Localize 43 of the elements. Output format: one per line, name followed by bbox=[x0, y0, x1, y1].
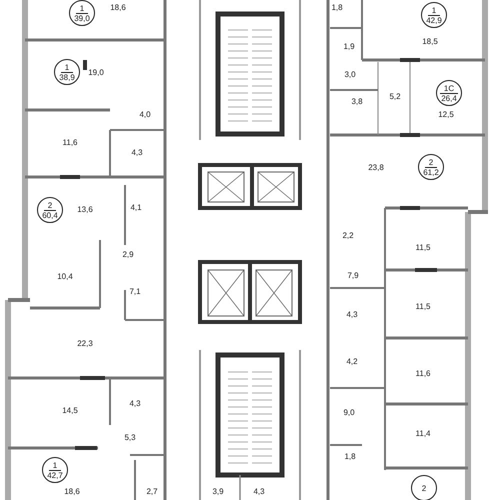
room-area: 1,9 bbox=[343, 43, 355, 51]
room-area: 19,0 bbox=[88, 69, 104, 77]
room-area: 1,8 bbox=[331, 4, 343, 12]
room-area: 1,8 bbox=[344, 453, 356, 461]
room-area: 11,5 bbox=[416, 244, 430, 252]
room-area: 5,2 bbox=[389, 93, 401, 101]
room-area: 3,0 bbox=[344, 71, 356, 79]
room-area: 2,7 bbox=[146, 488, 158, 496]
apartment-badge: 1 38,9 bbox=[54, 59, 80, 85]
room-area: 4,1 bbox=[130, 204, 142, 212]
apartment-badge: 1С 26,4 bbox=[436, 80, 462, 106]
room-area: 7,9 bbox=[347, 272, 359, 280]
room-area: 18,6 bbox=[110, 4, 126, 12]
apartment-badge: 1 42,7 bbox=[42, 457, 68, 483]
apartment-badge: 1 42,9 bbox=[421, 2, 447, 28]
room-area: 11,6 bbox=[416, 370, 430, 378]
room-area: 11,5 bbox=[416, 303, 430, 311]
apartment-badge: 2 60,4 bbox=[37, 197, 63, 223]
room-area: 7,1 bbox=[129, 288, 141, 296]
room-area: 4,2 bbox=[346, 358, 358, 366]
apartment-badge: 2 61,2 bbox=[418, 154, 444, 180]
room-area: 18,5 bbox=[422, 38, 438, 46]
apartment-badge: 1 39,0 bbox=[69, 0, 95, 26]
room-area: 23,8 bbox=[368, 164, 384, 172]
room-area: 3,9 bbox=[212, 488, 224, 496]
room-area: 3,8 bbox=[351, 98, 363, 106]
room-area: 4,0 bbox=[139, 111, 151, 119]
room-area: 9,0 bbox=[343, 409, 355, 417]
room-area: 10,4 bbox=[57, 273, 73, 281]
room-area: 14,5 bbox=[62, 407, 78, 415]
room-area: 11,4 bbox=[416, 430, 430, 438]
room-area: 13,6 bbox=[77, 206, 93, 214]
room-area: 22,3 bbox=[77, 340, 93, 348]
room-area: 18,6 bbox=[64, 488, 80, 496]
room-area: 2,9 bbox=[122, 251, 134, 259]
room-area: 4,3 bbox=[346, 311, 358, 319]
room-area: 11,6 bbox=[62, 139, 78, 147]
room-area: 5,3 bbox=[124, 434, 136, 442]
room-area: 4,3 bbox=[129, 400, 141, 408]
room-area: 2,2 bbox=[342, 232, 354, 240]
room-area: 4,3 bbox=[253, 488, 265, 496]
apartment-badge: 2 bbox=[411, 475, 437, 500]
room-area: 4,3 bbox=[131, 149, 143, 157]
